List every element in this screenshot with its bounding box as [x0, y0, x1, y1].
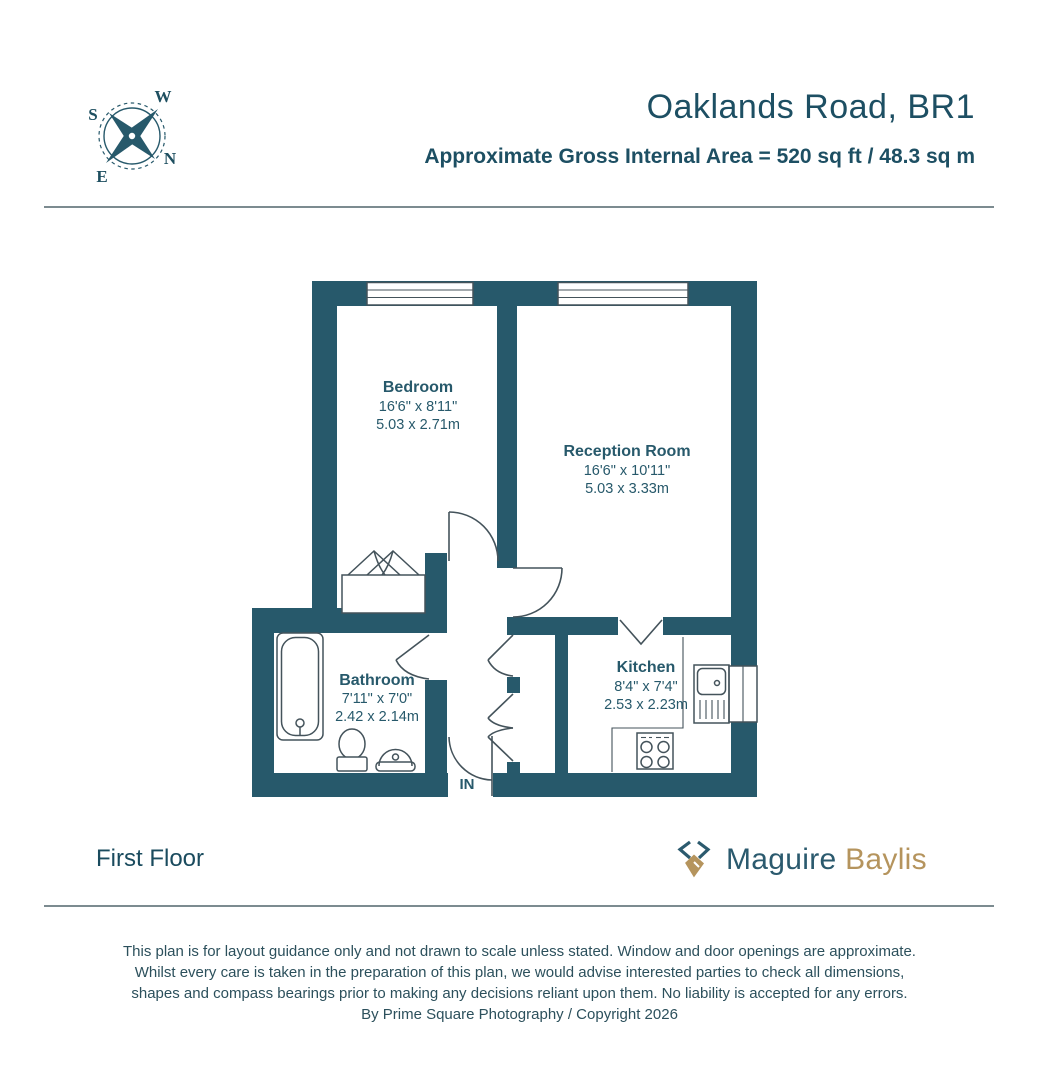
compass-west-label: W [155, 87, 172, 106]
page-subtitle: Approximate Gross Internal Area = 520 sq… [424, 145, 975, 168]
compass-rose: W S N E [88, 87, 177, 186]
bedroom-imperial: 16'6" x 8'11" [379, 399, 457, 415]
entrance-label: IN [460, 776, 475, 793]
kitchen-counter [611, 637, 684, 772]
compass-south-label: S [88, 105, 97, 124]
bathroom-door [395, 634, 430, 680]
kitchen-metric: 2.53 x 2.23m [604, 697, 688, 713]
bathtub [276, 632, 324, 741]
bedroom-label: Bedroom 16'6" x 8'11" 5.03 x 2.71m [376, 379, 460, 433]
reception-window [557, 281, 689, 306]
kitchen-label: Kitchen 8'4" x 7'4" 2.53 x 2.23m [604, 659, 688, 713]
floor-plan: Bedroom 16'6" x 8'11" 5.03 x 2.71m Recep… [252, 281, 758, 797]
title-block: Oaklands Road, BR1 Approximate Gross Int… [424, 88, 975, 169]
floor-label: First Floor [96, 845, 204, 872]
bedroom-name: Bedroom [383, 379, 453, 396]
bedroom-window [366, 281, 474, 306]
disclaimer-line: This plan is for layout guidance only an… [123, 943, 916, 960]
entrance-door [448, 736, 493, 796]
hob [636, 732, 674, 770]
disclaimer-line: Whilst every care is taken in the prepar… [134, 964, 905, 981]
disclaimer-line: shapes and compass bearings prior to mak… [131, 985, 908, 1002]
compass-east-label: E [96, 167, 107, 186]
compass-dashed-circle [98, 102, 166, 170]
bottom-divider [44, 905, 994, 907]
brand-name-secondary: Baylis [845, 843, 927, 876]
hall-cupboard-door-mid [487, 693, 514, 729]
reception-imperial: 16'6" x 10'11" [584, 463, 671, 479]
compass-north-label: N [164, 149, 177, 168]
bathroom-metric: 2.42 x 2.14m [335, 709, 419, 725]
brand-logo-icon [677, 840, 711, 878]
page-title: Oaklands Road, BR1 [646, 88, 975, 126]
reception-door [512, 567, 563, 618]
kitchen-imperial: 8'4" x 7'4" [614, 679, 677, 695]
compass-hub [127, 131, 137, 141]
kitchen-sink [693, 664, 730, 724]
reception-metric: 5.03 x 3.33m [585, 481, 669, 497]
kitchen-window [728, 665, 758, 723]
compass-circle [103, 107, 161, 165]
disclaimer-line: By Prime Square Photography / Copyright … [361, 1006, 678, 1023]
brand-logo: Maguire Baylis [672, 838, 927, 882]
hall-cupboard-door-top [487, 634, 514, 677]
bathroom-imperial: 7'11" x 7'0" [342, 691, 412, 707]
reception-label: Reception Room 16'6" x 10'11" 5.03 x 3.3… [563, 443, 690, 497]
brand-name: Maguire Baylis [726, 843, 927, 877]
basin [375, 748, 416, 772]
walls [252, 281, 757, 797]
bedroom-metric: 5.03 x 2.71m [376, 417, 460, 433]
bathroom-name: Bathroom [339, 672, 415, 689]
bathroom-label: Bathroom 7'11" x 7'0" 2.42 x 2.14m [335, 672, 419, 725]
kitchen-name: Kitchen [617, 659, 676, 676]
wardrobe [341, 549, 426, 614]
disclaimer: This plan is for layout guidance only an… [0, 941, 1039, 1025]
bedroom-door [448, 511, 499, 562]
reception-name: Reception Room [563, 443, 690, 460]
kitchen-opening-mark [619, 619, 663, 646]
brand-name-primary: Maguire [726, 843, 837, 876]
top-divider [44, 206, 994, 208]
toilet [336, 728, 368, 772]
